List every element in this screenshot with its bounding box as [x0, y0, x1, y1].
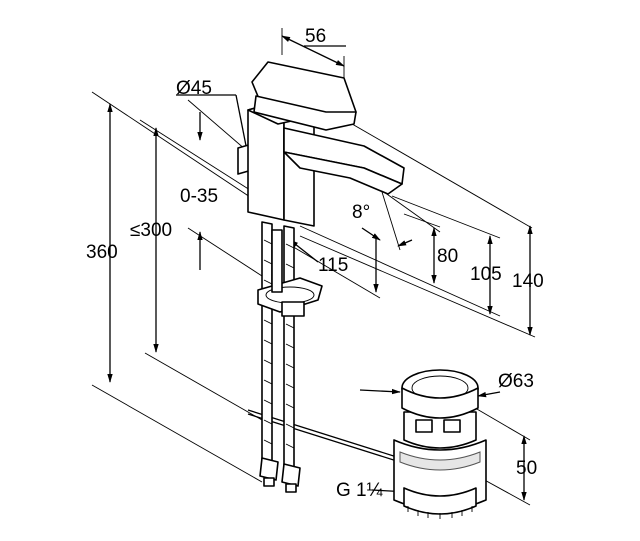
faucet-drawing	[237, 61, 487, 519]
dim-spout-height: 105	[470, 264, 502, 285]
dim-waste-diameter: Ø63	[498, 371, 534, 392]
dim-spout-angle: 8°	[352, 202, 370, 223]
dim-total-height: 360	[86, 242, 118, 263]
dim-outlet-height: 80	[437, 246, 458, 267]
dim-waste-height: 50	[516, 458, 537, 479]
dim-body-height: 140	[512, 271, 544, 292]
dim-max-worktop: ≤300	[130, 220, 172, 241]
dim-base-diameter: Ø45	[176, 78, 212, 99]
dimension-lines	[91, 28, 536, 506]
dim-thread: G 1¼	[336, 480, 384, 501]
dim-spout-reach: 115	[318, 255, 348, 276]
dim-handle-width: 56	[305, 26, 326, 47]
dim-mount-range: 0-35	[180, 186, 218, 207]
